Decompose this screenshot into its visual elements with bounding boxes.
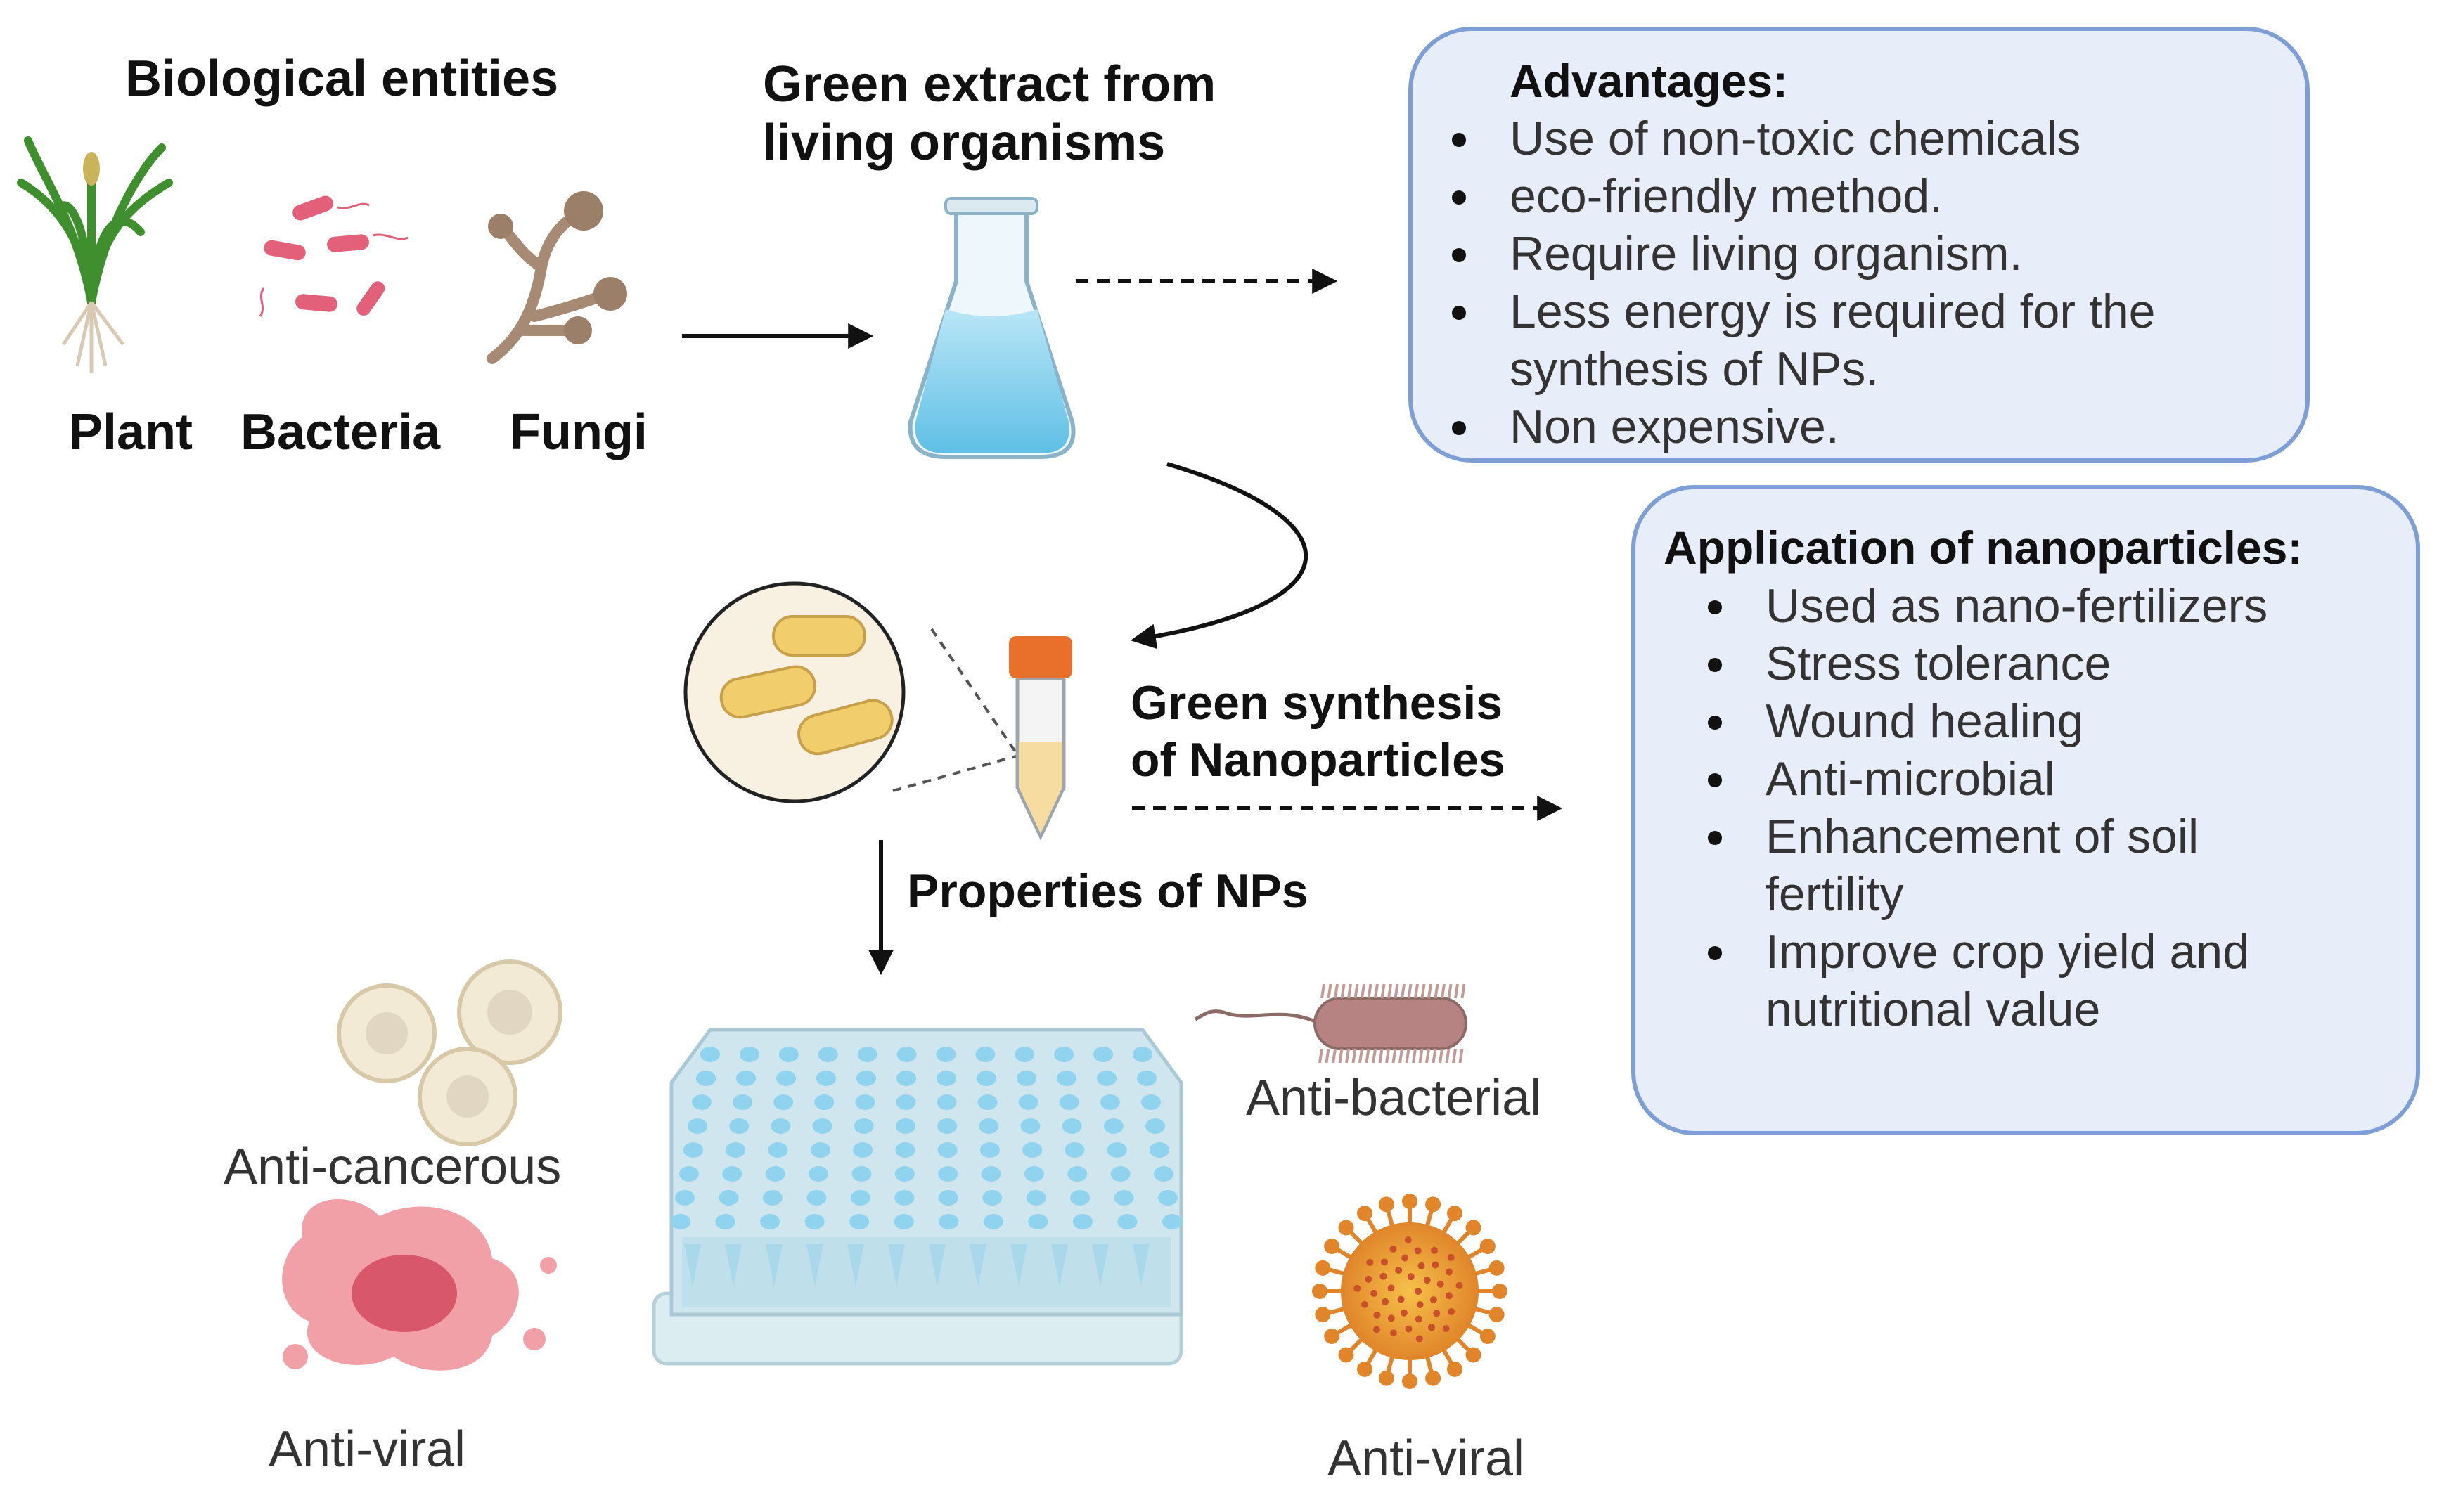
anti-bacterial-label: Anti-bacterial [1246, 1070, 1542, 1126]
fungi-icon [487, 191, 627, 364]
extract-title-line1: Green extract from [763, 56, 1216, 112]
sources-title: Biological entities [125, 51, 559, 107]
application-item-line2: nutritional value [1766, 983, 2101, 1036]
advantage-item: eco-friendly method. [1452, 167, 2156, 225]
properties-title: Properties of NPs [907, 865, 1308, 918]
tube-icon [1009, 636, 1072, 841]
applications-title: Application of nanoparticles: [1664, 522, 2303, 574]
advantage-item: Use of non-toxic chemicals [1452, 110, 2156, 167]
application-item-line1: Enhancement of soil [1766, 810, 2199, 863]
advantages-list: Use of non-toxic chemicals eco-friendly … [1452, 110, 2156, 455]
bacteria-label: Bacteria [240, 404, 441, 460]
advantages-title: Advantages: [1510, 55, 1789, 107]
plant-label: Plant [69, 404, 193, 460]
magnified-view [683, 581, 1020, 803]
virus-icon [1312, 1194, 1507, 1389]
advantage-item: Non expensive. [1452, 398, 2156, 455]
anti-viral-left-label: Anti-viral [269, 1421, 466, 1478]
advantages-panel: Advantages: Use of non-toxic chemicals e… [1408, 27, 2310, 463]
application-item-line1: Improve crop yield and [1766, 925, 2249, 978]
cancer-cells-icon [337, 959, 562, 1146]
application-item: Anti-microbial [1707, 750, 2268, 808]
fungi-label: Fungi [510, 404, 648, 460]
advantage-item-line2: synthesis of NPs. [1510, 342, 1879, 396]
applications-panel: Application of nanoparticles: Used as na… [1631, 485, 2420, 1135]
synthesis-title-line2: of Nanoparticles [1131, 733, 1505, 787]
plant-icon [17, 136, 173, 373]
arrow-to-synthesis [1130, 462, 1308, 650]
application-item: Stress tolerance [1707, 635, 2268, 692]
extract-title-line2: living organisms [763, 115, 1166, 171]
synthesis-title-line1: Green synthesis [1131, 676, 1503, 730]
virus-blob-icon [282, 1199, 557, 1371]
advantage-item-line1: Less energy is required for the [1510, 285, 2156, 338]
application-item: Used as nano-fertilizers [1707, 577, 2268, 635]
advantage-item: Require living organism. [1452, 225, 2156, 283]
anti-cancerous-label: Anti-cancerous [224, 1139, 562, 1195]
bacterium-icon [1194, 983, 1467, 1064]
well-plate-icon [652, 1028, 1183, 1366]
application-item-line2: fertility [1766, 867, 1904, 921]
applications-list: Used as nano-fertilizers Stress toleranc… [1707, 577, 2268, 1038]
bacteria-icon [259, 195, 409, 317]
application-item: Wound healing [1707, 692, 2268, 750]
anti-viral-right-label: Anti-viral [1327, 1430, 1525, 1487]
flask-icon [908, 197, 1076, 459]
